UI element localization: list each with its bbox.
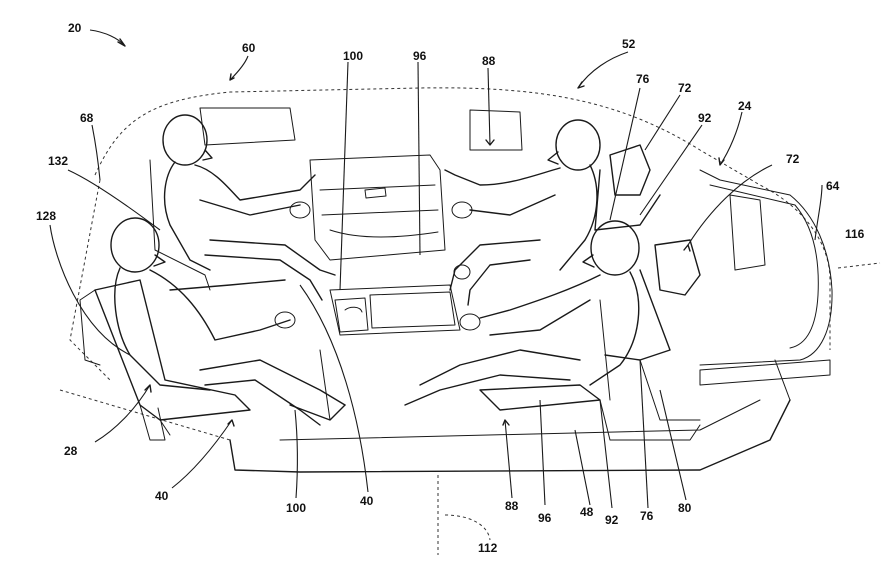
occupant-rear-left bbox=[110, 201, 346, 426]
ref-40-center: 40 bbox=[360, 494, 374, 508]
occupant-front-right bbox=[444, 119, 601, 306]
dashboard bbox=[199, 107, 523, 261]
seats-right bbox=[479, 144, 701, 441]
ref-24: 24 bbox=[738, 99, 752, 113]
ref-96-bottom: 96 bbox=[538, 511, 552, 525]
ref-72-top: 72 bbox=[678, 81, 692, 95]
ref-100-bottom: 100 bbox=[286, 501, 306, 515]
ref-128: 128 bbox=[36, 209, 56, 223]
center-console bbox=[329, 284, 461, 336]
ref-92-top: 92 bbox=[698, 111, 712, 125]
ref-28: 28 bbox=[64, 444, 78, 458]
ref-88-top: 88 bbox=[482, 54, 496, 68]
occupant-rear-right bbox=[404, 220, 640, 406]
ref-72-right: 72 bbox=[786, 152, 800, 166]
ref-48: 48 bbox=[580, 505, 594, 519]
ref-116: 116 bbox=[845, 227, 865, 241]
ref-52: 52 bbox=[622, 37, 636, 51]
vehicle-body-outline bbox=[59, 87, 833, 473]
ref-20: 20 bbox=[68, 21, 82, 35]
ref-68: 68 bbox=[80, 111, 94, 125]
ref-76-bottom: 76 bbox=[640, 509, 654, 523]
occupant-front-left bbox=[149, 114, 336, 301]
ref-112: 112 bbox=[478, 541, 498, 555]
axis-lines bbox=[437, 262, 881, 555]
ref-60: 60 bbox=[242, 41, 256, 55]
ref-88-bottom: 88 bbox=[505, 499, 519, 513]
ref-132: 132 bbox=[48, 154, 68, 168]
ref-64: 64 bbox=[826, 179, 840, 193]
arrowheads bbox=[117, 38, 725, 427]
ref-100-top: 100 bbox=[343, 49, 363, 63]
ref-92-bottom: 92 bbox=[605, 513, 619, 527]
reference-numerals: 20 60 100 96 88 52 68 76 72 24 92 132 72… bbox=[36, 21, 865, 555]
seat-rear-left bbox=[79, 279, 251, 441]
ref-40-left: 40 bbox=[155, 489, 169, 503]
ref-96-top: 96 bbox=[413, 49, 427, 63]
ref-76-top: 76 bbox=[636, 72, 650, 86]
ref-80: 80 bbox=[678, 501, 692, 515]
